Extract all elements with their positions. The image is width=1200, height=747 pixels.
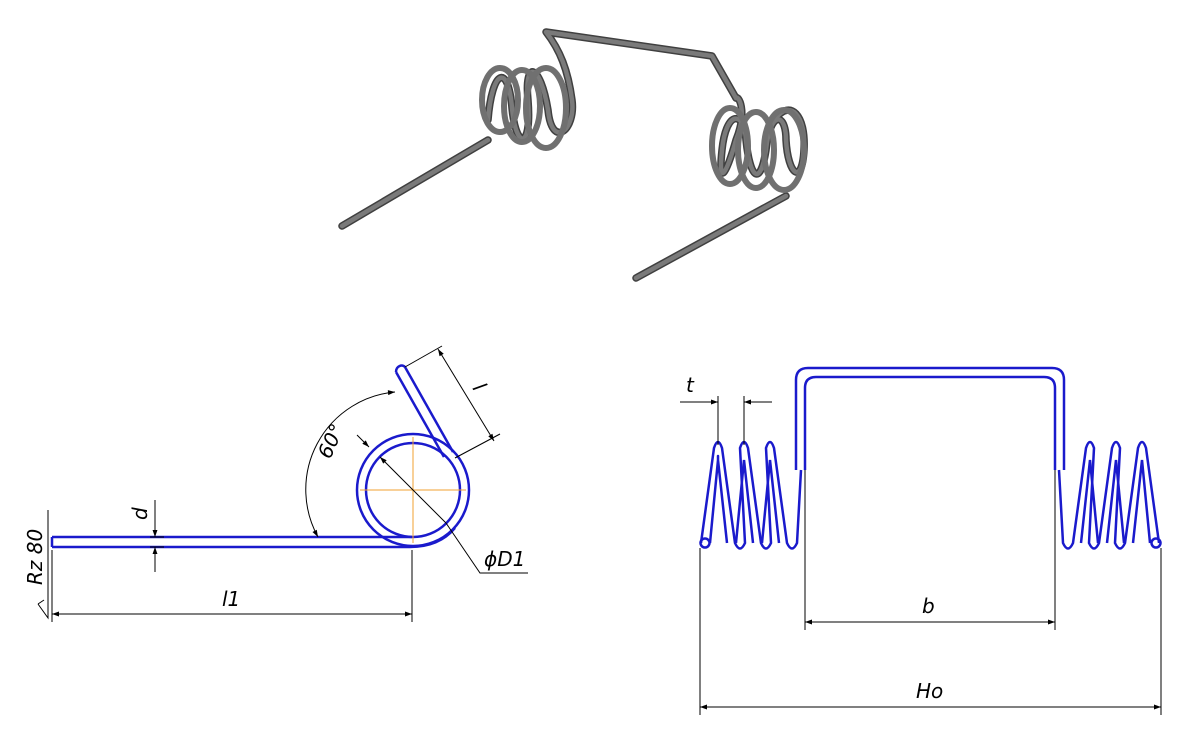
- left-coil-front: [699, 440, 803, 550]
- front-view: t b Ho: [680, 366, 1162, 715]
- dim-wire-diameter: [150, 500, 164, 572]
- roughness-symbol: [37, 510, 49, 620]
- angle-label: 60°: [313, 420, 349, 462]
- isometric-view: [338, 28, 808, 282]
- long-leg: [50, 535, 412, 549]
- dim-leg-length: [51, 550, 413, 622]
- roughness-label: Rz 80: [23, 529, 47, 585]
- dim-angle: [305, 390, 396, 538]
- coil-diameter-label: ϕD1: [484, 547, 525, 571]
- dim-free-length: [699, 548, 1162, 715]
- right-coil-3d: [709, 105, 807, 193]
- dim-coil-diameter: [356, 434, 528, 574]
- right-coil-front: [1057, 440, 1162, 550]
- pitch-label: t: [686, 373, 695, 397]
- leg-length-label: l1: [222, 587, 240, 611]
- dim-body-span: [804, 470, 1056, 630]
- wire-diameter-label: d: [128, 507, 152, 520]
- dim-pitch: [680, 396, 772, 445]
- wire-3d-body: [339, 29, 807, 281]
- left-coil-3d: [479, 65, 569, 151]
- side-view: Rz 80 d l1 60° l: [23, 345, 528, 622]
- bridge-wire: [794, 366, 1066, 470]
- free-length-label: Ho: [916, 679, 943, 703]
- wire-3d-outline: [338, 28, 808, 282]
- body-span-label: b: [922, 594, 935, 618]
- short-leg-label: l: [468, 378, 492, 396]
- dim-short-leg: [404, 345, 501, 459]
